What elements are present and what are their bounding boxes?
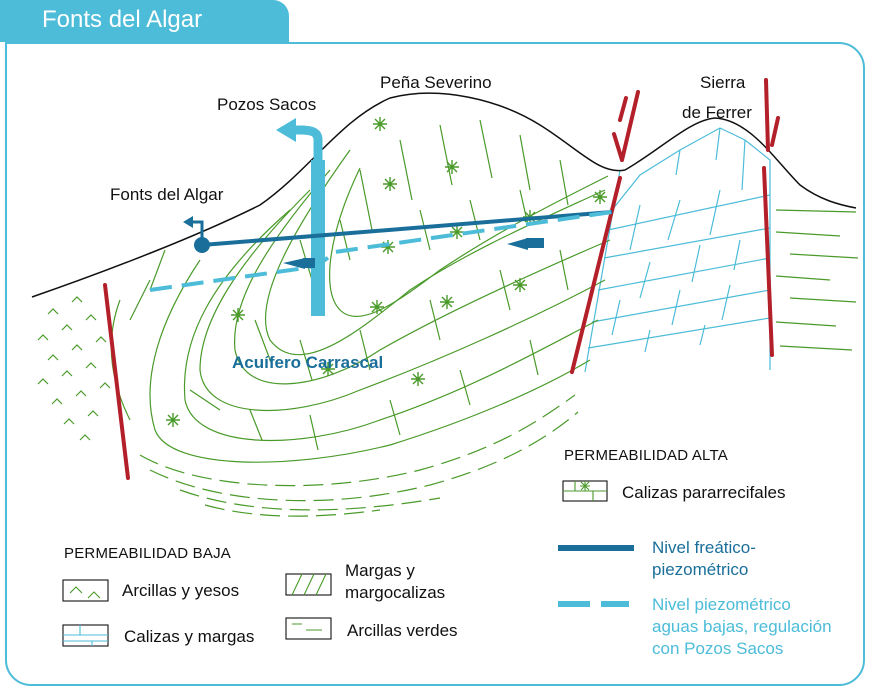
label-fonts-del-algar: Fonts del Algar	[110, 185, 224, 204]
pozos-sacos-well	[276, 118, 325, 316]
fault-middle	[570, 176, 622, 374]
flow-arrows	[283, 238, 544, 269]
fault-right	[762, 166, 774, 357]
ground-surface	[31, 92, 857, 298]
legend-piezo-1: Nivel piezométrico	[652, 595, 791, 614]
green-clay-lower	[139, 394, 579, 517]
gypsum-clay-area	[37, 296, 111, 441]
legend-line-piezo	[558, 601, 629, 607]
fault-arrow-right	[764, 78, 780, 152]
label-pozos-sacos: Pozos Sacos	[217, 95, 316, 114]
legend-swatch-dashes	[285, 617, 332, 640]
label-acuifero: Acuífero Carrascal	[232, 353, 383, 372]
faults	[103, 78, 780, 480]
legend-freatico-1: Nivel freático-	[652, 538, 756, 557]
limestone-block	[584, 127, 771, 373]
label-sierra-2: de Ferrer	[682, 103, 752, 122]
label-sierra-1: Sierra	[700, 73, 746, 92]
legend-piezo-2: aguas bajas, regulación	[652, 617, 832, 636]
legend-alta-heading: PERMEABILIDAD ALTA	[564, 447, 728, 464]
diagram-frame	[5, 42, 865, 686]
legend-baja-heading: PERMEABILIDAD BAJA	[64, 545, 231, 562]
green-clay-right	[775, 209, 859, 351]
well-shaft	[311, 160, 325, 316]
legend-calizas-margas: Calizas y margas	[124, 627, 254, 646]
legend-swatch-blue-bricks	[62, 624, 109, 647]
well-outflow-arrow	[295, 125, 323, 160]
fault-arrow-middle	[612, 90, 640, 162]
legend-margas-2: margocalizas	[345, 583, 445, 602]
legend-line-freatico	[558, 545, 634, 551]
marl-layers	[109, 119, 611, 463]
legend-freatico-2: piezométrico	[652, 560, 748, 579]
water-table-solid	[201, 210, 613, 247]
legend-margas-1: Margas y	[345, 561, 415, 580]
title: Fonts del Algar	[42, 6, 203, 33]
legend-arcillas-yesos: Arcillas y yesos	[122, 581, 239, 600]
legend-swatch-diagonal-hatch	[285, 573, 332, 596]
spring-marker	[183, 216, 210, 253]
legend-arcillas-verdes: Arcillas verdes	[347, 621, 458, 640]
label-pena-severino: Peña Severino	[380, 73, 492, 92]
legend-swatch-reef-limestone	[562, 480, 608, 502]
title-tab: Fonts del Algar	[0, 0, 289, 42]
fault-arrow-middle-2	[618, 96, 628, 122]
legend-piezo-3: con Pozos Sacos	[652, 639, 783, 658]
legend-swatch-chevrons	[62, 579, 109, 602]
water-table-dashed	[149, 210, 613, 292]
legend-calizas-pararrecifales: Calizas pararrecifales	[622, 483, 785, 502]
fault-left	[103, 283, 130, 480]
